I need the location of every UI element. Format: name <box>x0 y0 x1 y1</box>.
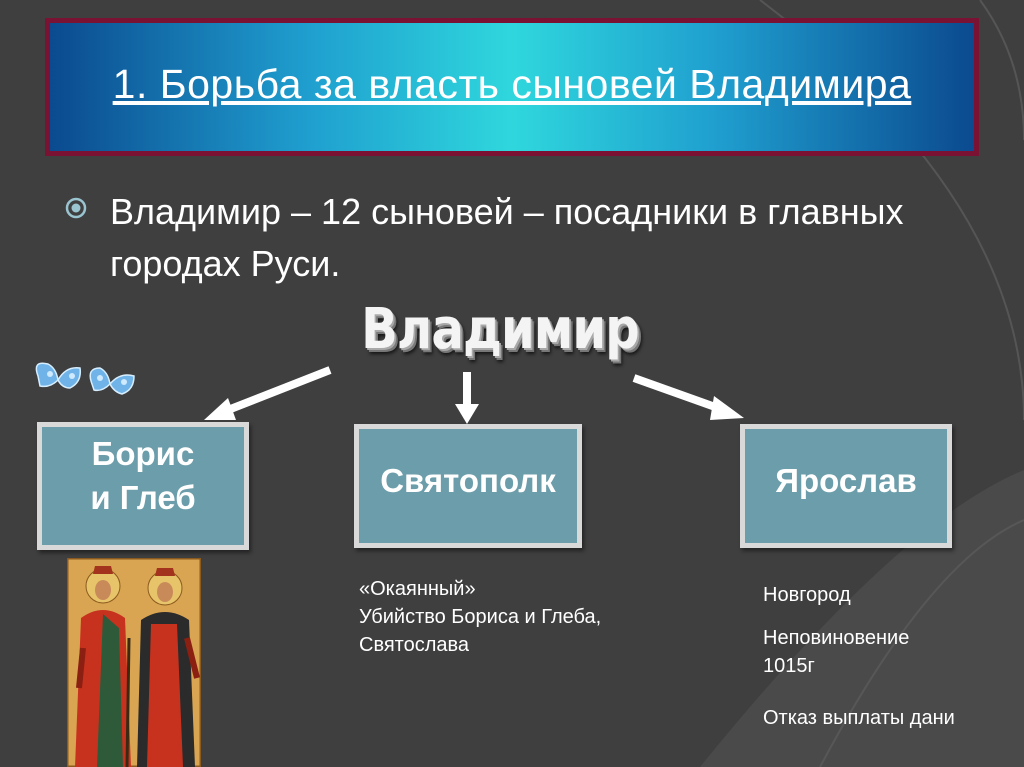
circle-bullet-icon <box>65 197 87 219</box>
yaroslav-note-tribute: Отказ выплаты дани <box>763 707 955 729</box>
svyatopolk-svyatoslav: Святослава <box>359 634 470 656</box>
yaroslav-note-disobedience: Неповиновение 1015г <box>763 624 973 680</box>
svyatopolk-murder: Убийство Бориса и Глеба, <box>359 606 602 628</box>
slide-title: 1. Борьба за власть сыновей Владимира <box>112 60 912 107</box>
arrowhead-svyatopolk <box>455 404 479 424</box>
yaroslav-note-novgorod: Новгород <box>763 584 851 606</box>
boris-label: Борис <box>91 435 195 472</box>
node-boris-and-gleb: Борис и Глеб <box>37 422 249 550</box>
butterflies-icon <box>35 362 135 395</box>
arrow-to-boris <box>226 366 332 414</box>
svyatopolk-note: «Окаянный» Убийство Бориса и Глеба, Свят… <box>359 575 689 659</box>
arrowhead-boris <box>204 398 236 420</box>
disobedience-text: Неповиновение <box>763 627 910 649</box>
bullet-text: Владимир – 12 сыновей – посадники в глав… <box>110 191 904 284</box>
node-yaroslav: Ярослав <box>740 424 952 548</box>
svyatopolk-epithet: «Окаянный» <box>359 578 476 600</box>
arrowhead-yaroslav <box>710 396 744 420</box>
node-svyatopolk: Святополк <box>354 424 582 548</box>
arrow-to-yaroslav <box>632 374 720 412</box>
disobedience-year: 1015г <box>763 655 815 677</box>
slide-title-bar: 1. Борьба за власть сыновей Владимира <box>45 18 979 156</box>
yaroslav-label: Ярослав <box>775 462 917 499</box>
svyatopolk-label: Святополк <box>380 462 556 499</box>
saints-icon-image <box>67 558 201 767</box>
gleb-label: и Глеб <box>90 479 196 516</box>
root-node-label: Владимир <box>361 297 640 362</box>
